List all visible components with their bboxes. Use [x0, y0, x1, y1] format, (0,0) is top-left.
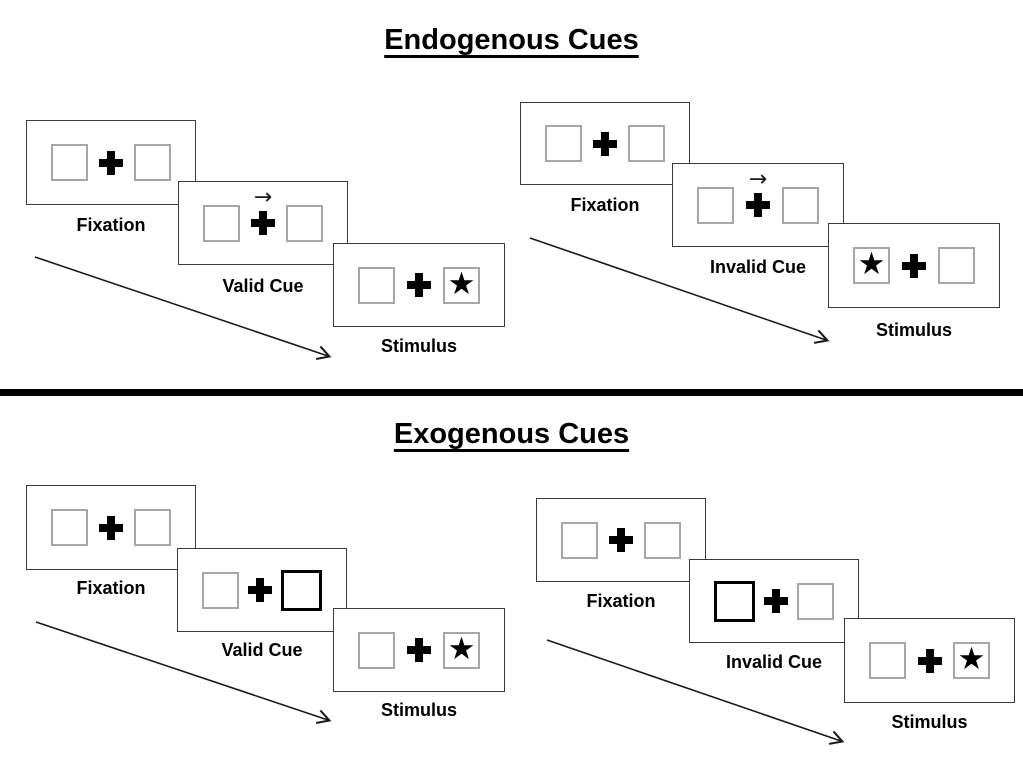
placeholder-box-right — [628, 125, 665, 162]
fixation-panel — [26, 485, 196, 570]
fixation-label: Fixation — [76, 215, 146, 235]
fixation-panel — [520, 102, 690, 185]
stimulus-label: Stimulus — [380, 700, 457, 720]
stimulus-panel: ★ — [844, 618, 1015, 703]
fixation-cross-icon — [609, 528, 633, 552]
cue-highlight-box — [281, 569, 322, 611]
fixation-cross-icon — [407, 638, 431, 662]
placeholder-box-right: ★ — [953, 642, 990, 679]
timeline-arrow — [529, 237, 830, 344]
stimulus-label: Stimulus — [380, 336, 457, 356]
placeholder-box-left — [203, 204, 240, 242]
cue-arrow-icon: → — [748, 167, 768, 192]
placeholder-box-left — [51, 144, 88, 181]
placeholder-box-left — [202, 571, 239, 609]
fixation-cross-icon — [407, 273, 431, 297]
fixation-cross-icon — [902, 253, 926, 278]
stimulus-label: Stimulus — [891, 712, 968, 732]
timeline-arrow — [35, 621, 332, 724]
stimulus-panel: ★ — [828, 223, 1000, 308]
placeholder-box-right — [134, 509, 171, 546]
fixation-panel — [536, 498, 706, 582]
placeholder-box-right: ★ — [443, 265, 480, 304]
fixation-cross-icon — [248, 578, 272, 602]
placeholder-box-left — [561, 521, 598, 559]
placeholder-box-left — [51, 509, 88, 546]
section-divider — [0, 389, 1023, 396]
fixation-cross-icon — [746, 193, 770, 217]
stimulus-panel: ★ — [333, 608, 505, 692]
star-icon: ★ — [857, 246, 886, 282]
placeholder-box-left — [697, 186, 734, 224]
placeholder-box-left: ★ — [853, 247, 890, 284]
placeholder-box-right — [797, 582, 834, 620]
placeholder-box-right — [134, 144, 171, 181]
section-title-endogenous: Endogenous Cues — [384, 24, 639, 56]
placeholder-box-left — [358, 631, 395, 669]
cue-panel — [689, 559, 859, 643]
section-title-exogenous: Exogenous Cues — [393, 418, 630, 450]
fixation-panel — [26, 120, 196, 205]
timeline-arrow — [34, 256, 332, 360]
placeholder-box-left — [869, 642, 906, 679]
placeholder-box-left — [545, 125, 582, 162]
fixation-cross-icon — [764, 589, 788, 613]
cue-arrow-icon: → — [253, 185, 273, 210]
cue-label: Invalid Cue — [725, 652, 823, 672]
fixation-cross-icon — [917, 648, 942, 673]
timeline-arrow — [546, 639, 845, 745]
cue-highlight-box — [714, 580, 755, 622]
cue-label: Invalid Cue — [709, 257, 807, 277]
fixation-label: Fixation — [586, 591, 656, 611]
cue-panel: → — [178, 181, 348, 265]
star-icon: ★ — [957, 641, 986, 677]
fixation-label: Fixation — [76, 578, 146, 598]
placeholder-box-right — [644, 521, 681, 559]
stimulus-label: Stimulus — [875, 320, 952, 340]
fixation-cross-icon — [99, 150, 123, 175]
fixation-cross-icon — [99, 515, 123, 540]
cue-panel — [177, 548, 347, 632]
cue-label: Valid Cue — [222, 276, 304, 296]
placeholder-box-right — [938, 247, 975, 284]
placeholder-box-right — [782, 186, 819, 224]
star-icon: ★ — [447, 630, 476, 667]
fixation-cross-icon — [251, 211, 275, 235]
placeholder-box-left — [358, 266, 395, 304]
fixation-label: Fixation — [570, 195, 640, 215]
cue-panel: → — [672, 163, 844, 247]
placeholder-box-right — [286, 204, 323, 242]
star-icon: ★ — [447, 265, 476, 302]
fixation-cross-icon — [593, 131, 617, 156]
cue-label: Valid Cue — [221, 640, 303, 660]
stimulus-panel: ★ — [333, 243, 505, 327]
placeholder-box-right: ★ — [443, 630, 480, 669]
